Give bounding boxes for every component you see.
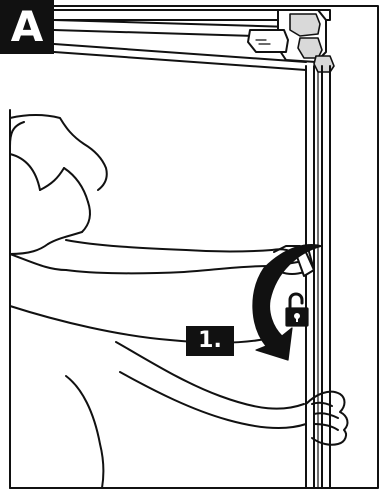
panel-label: A — [0, 0, 54, 54]
step-label: 1. — [186, 326, 234, 356]
person-figure — [10, 110, 347, 488]
unlock-icon — [286, 294, 308, 326]
